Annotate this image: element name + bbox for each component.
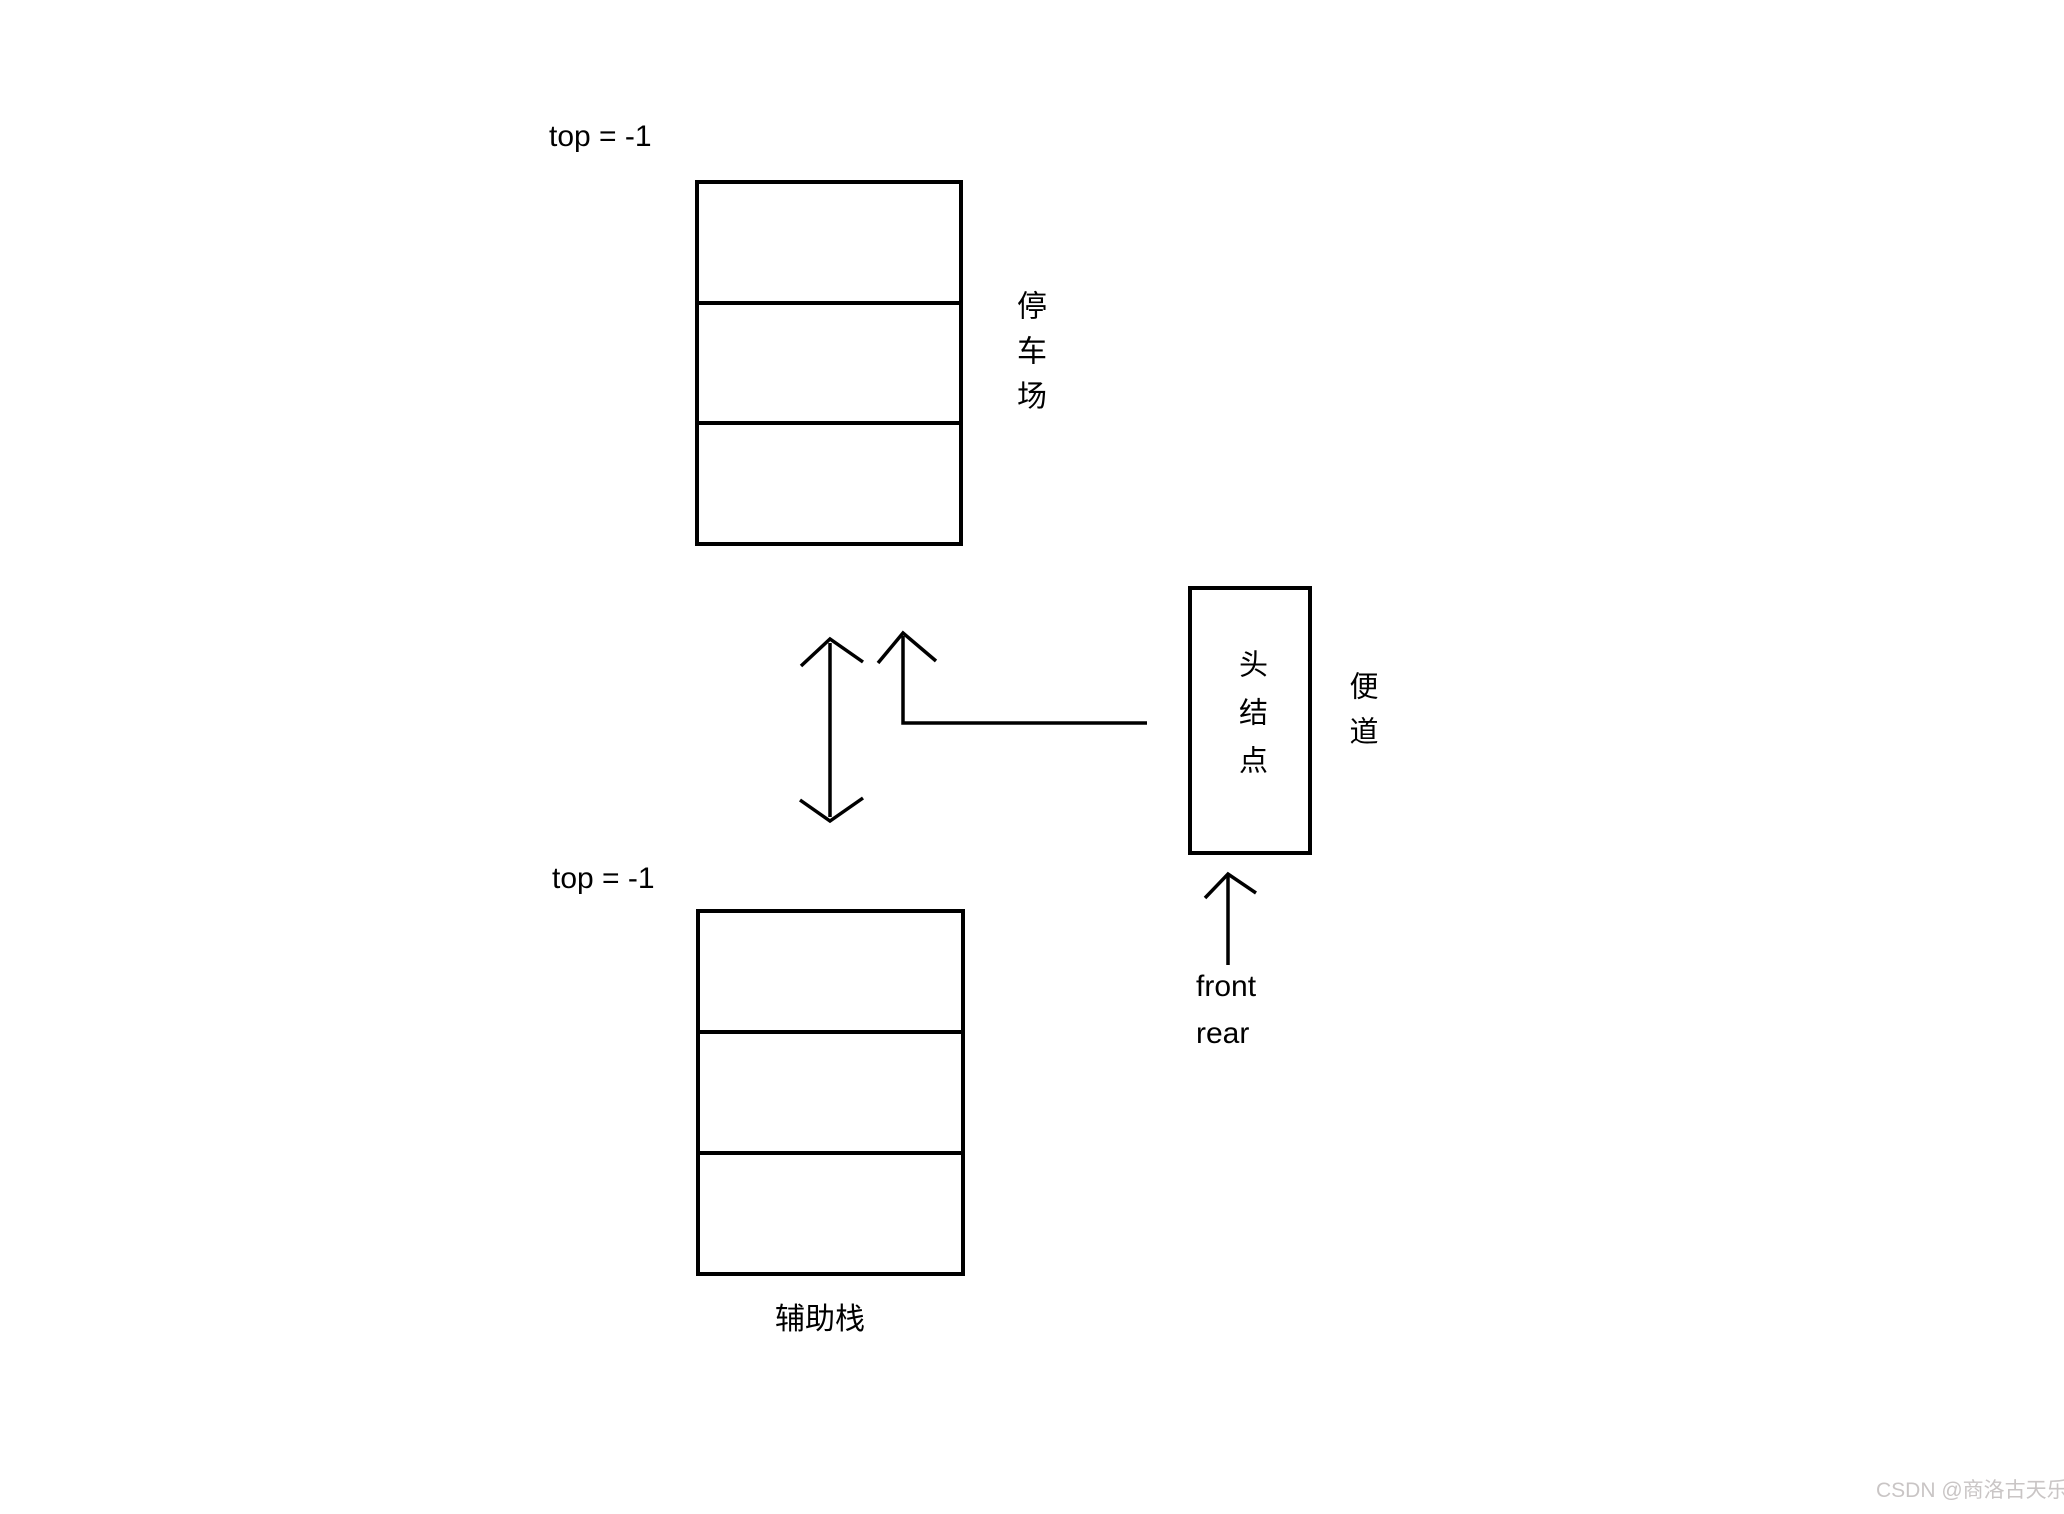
parking-stack-cell-2 (699, 421, 959, 542)
aux-stack (696, 909, 965, 1276)
enter-arrow (876, 630, 1147, 725)
exchange-arrow (798, 636, 865, 824)
queue-pointer-arrow (1203, 871, 1257, 965)
parking-stack-cell-0 (699, 184, 959, 301)
head-node-box: 头结点 (1188, 586, 1312, 855)
parking-stack-top-label: top = -1 (549, 120, 652, 153)
aux-stack-cell-0 (700, 913, 961, 1030)
watermark: CSDN @商洛古天乐 (1876, 1479, 2064, 1502)
aux-stack-cell-2 (700, 1151, 961, 1272)
aux-stack-top-label: top = -1 (552, 862, 655, 895)
side-road-label: 便道 (1345, 671, 1377, 761)
aux-stack-cell-1 (700, 1030, 961, 1151)
parking-stack (695, 180, 963, 546)
parking-stack-cell-1 (699, 300, 959, 422)
parking-lot-label: 停车场 (1012, 290, 1045, 425)
aux-stack-caption: 辅助栈 (775, 1303, 865, 1336)
front-pointer-label: front (1196, 970, 1257, 1003)
head-node-label: 头结点 (1234, 648, 1267, 793)
rear-pointer-label: rear (1196, 1017, 1250, 1050)
